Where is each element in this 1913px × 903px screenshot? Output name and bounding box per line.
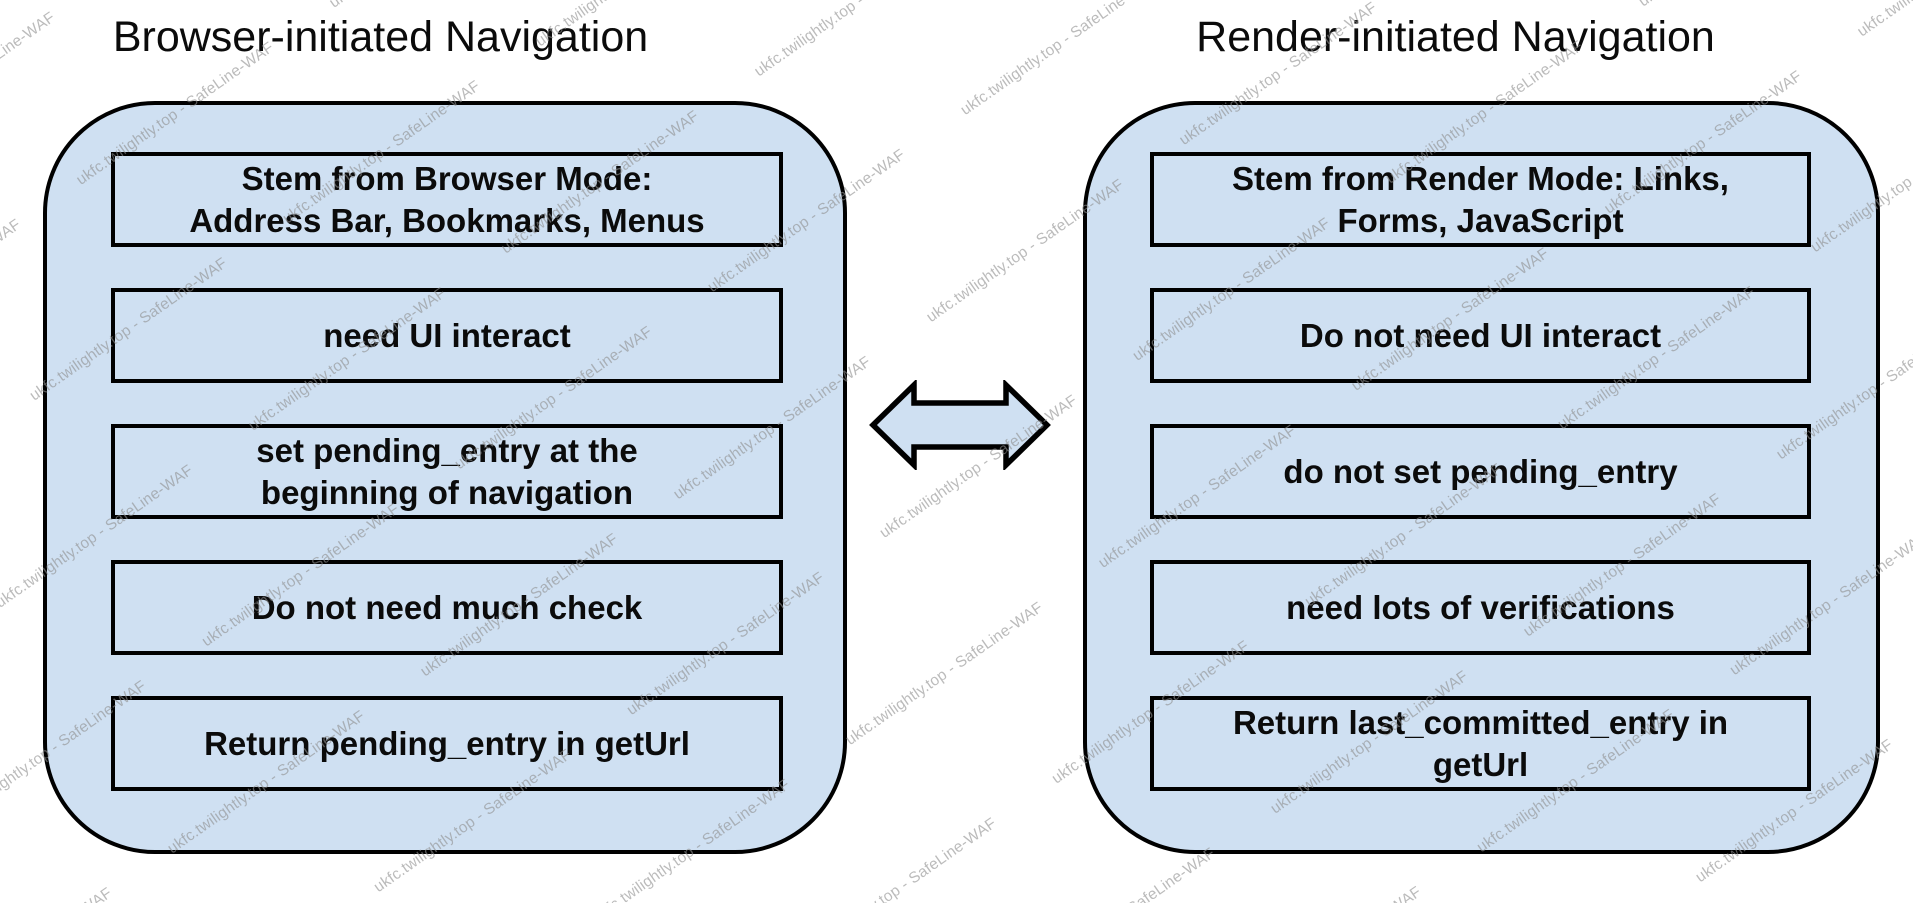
right-panel-box: Stem from Render Mode: Links, Forms, Jav… [1150, 152, 1811, 247]
right-panel-box: need lots of verifications [1150, 560, 1811, 655]
right-panel: Stem from Render Mode: Links, Forms, Jav… [1083, 101, 1880, 854]
left-panel-box: need UI interact [111, 288, 783, 383]
left-panel-box: set pending_entry at the beginning of na… [111, 424, 783, 519]
right-panel-box: Return last_committed_entry in getUrl [1150, 696, 1811, 791]
left-panel-box: Do not need much check [111, 560, 783, 655]
left-section-title: Browser-initiated Navigation [112, 13, 649, 61]
left-panel: Stem from Browser Mode: Address Bar, Boo… [43, 101, 847, 854]
left-panel-box: Return pending_entry in getUrl [111, 696, 783, 791]
right-panel-box: Do not need UI interact [1150, 288, 1811, 383]
right-section-title: Render-initiated Navigation [1196, 13, 1715, 61]
double-arrow-icon [869, 380, 1051, 470]
left-panel-box: Stem from Browser Mode: Address Bar, Boo… [111, 152, 783, 247]
right-panel-box: do not set pending_entry [1150, 424, 1811, 519]
